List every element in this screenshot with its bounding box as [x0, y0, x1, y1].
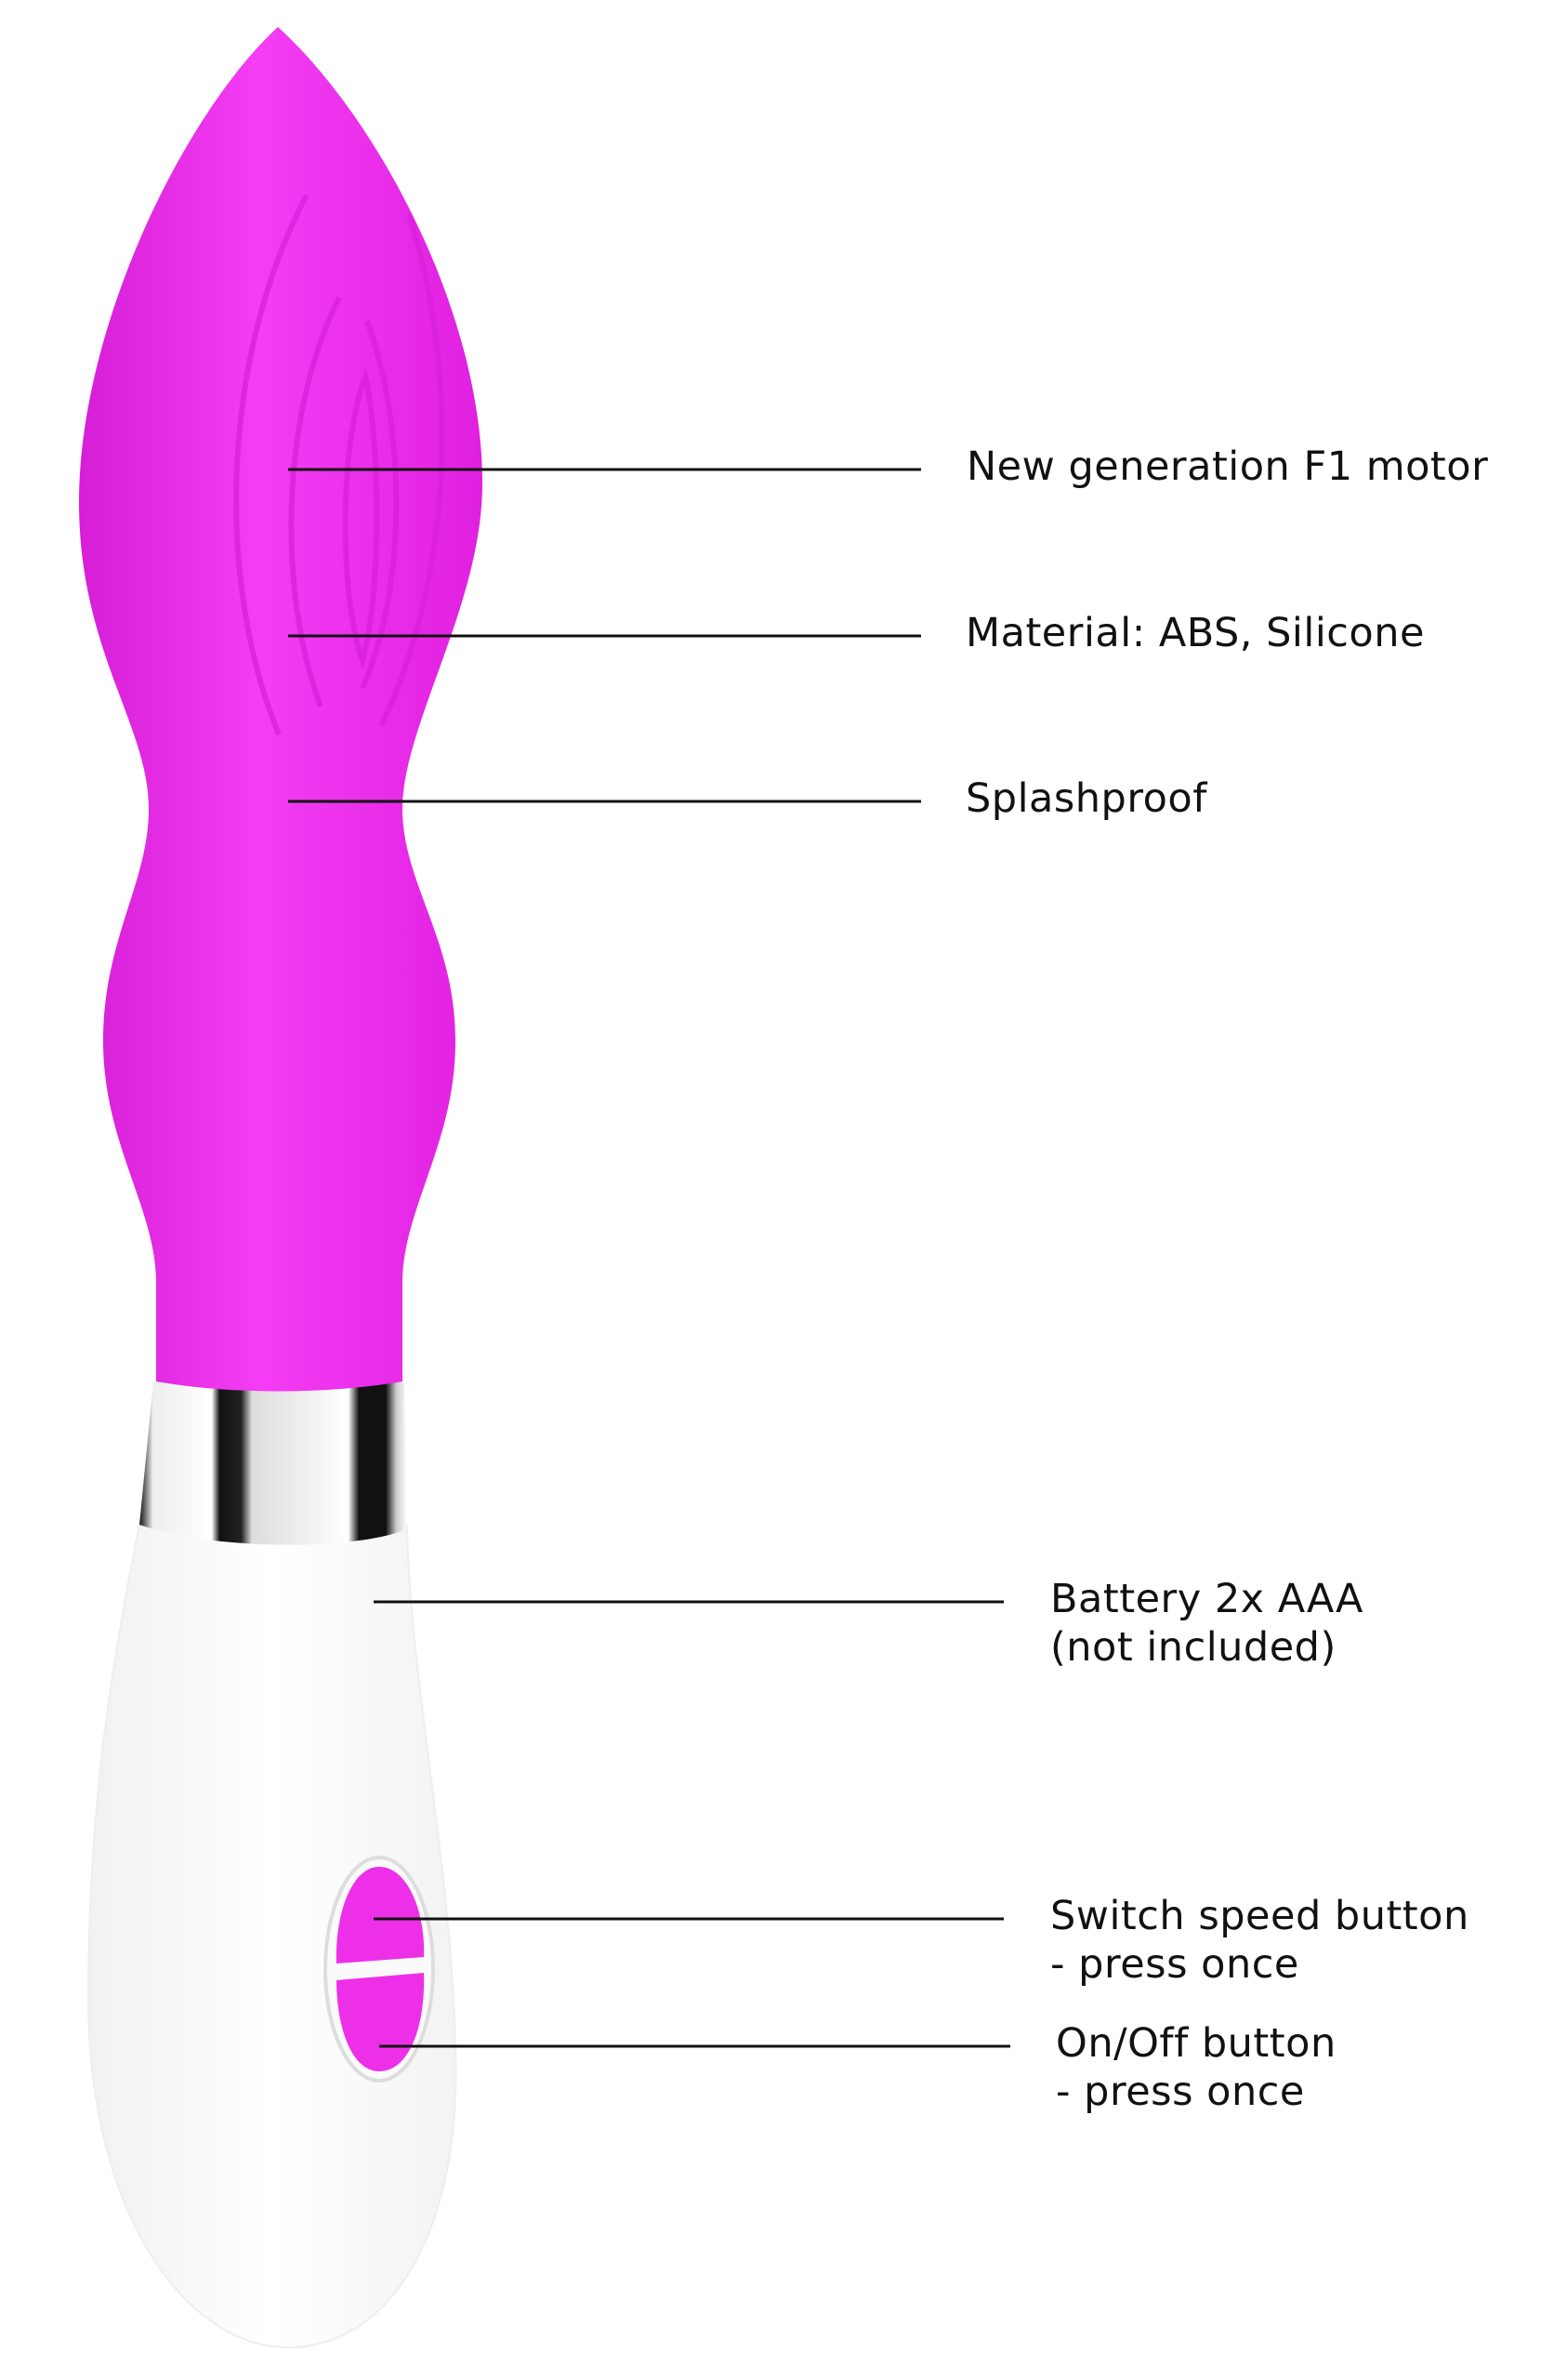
callout-text: - press once [1056, 2069, 1305, 2115]
speed-button[interactable] [336, 1867, 425, 1964]
callout-splashproof: Splashproof [966, 774, 1207, 823]
callout-text: (not included) [1050, 1624, 1337, 1671]
callout-speed-button: Switch speed button - press once [1050, 1892, 1469, 1989]
callout-motor: New generation F1 motor [967, 443, 1488, 491]
leader-lines [288, 468, 1010, 2048]
callout-text: On/Off button [1056, 2020, 1337, 2067]
chrome-band [139, 1382, 407, 1545]
callout-battery: Battery 2x AAA (not included) [1050, 1575, 1363, 1672]
callout-text: Material: ABS, Silicone [966, 610, 1425, 656]
callout-material: Material: ABS, Silicone [966, 609, 1425, 657]
control-buttons [323, 1856, 435, 2082]
callout-text: - press once [1050, 1941, 1299, 1988]
callout-text: New generation F1 motor [967, 443, 1489, 490]
callout-text: Battery 2x AAA [1050, 1576, 1363, 1622]
callout-text: Switch speed button [1050, 1893, 1469, 1939]
handle-body [86, 1524, 457, 2349]
texture-ridges [233, 193, 445, 736]
silicone-head [79, 27, 482, 1392]
callout-power-button: On/Off button - press once [1056, 2019, 1337, 2116]
callout-text: Splashproof [966, 775, 1207, 822]
